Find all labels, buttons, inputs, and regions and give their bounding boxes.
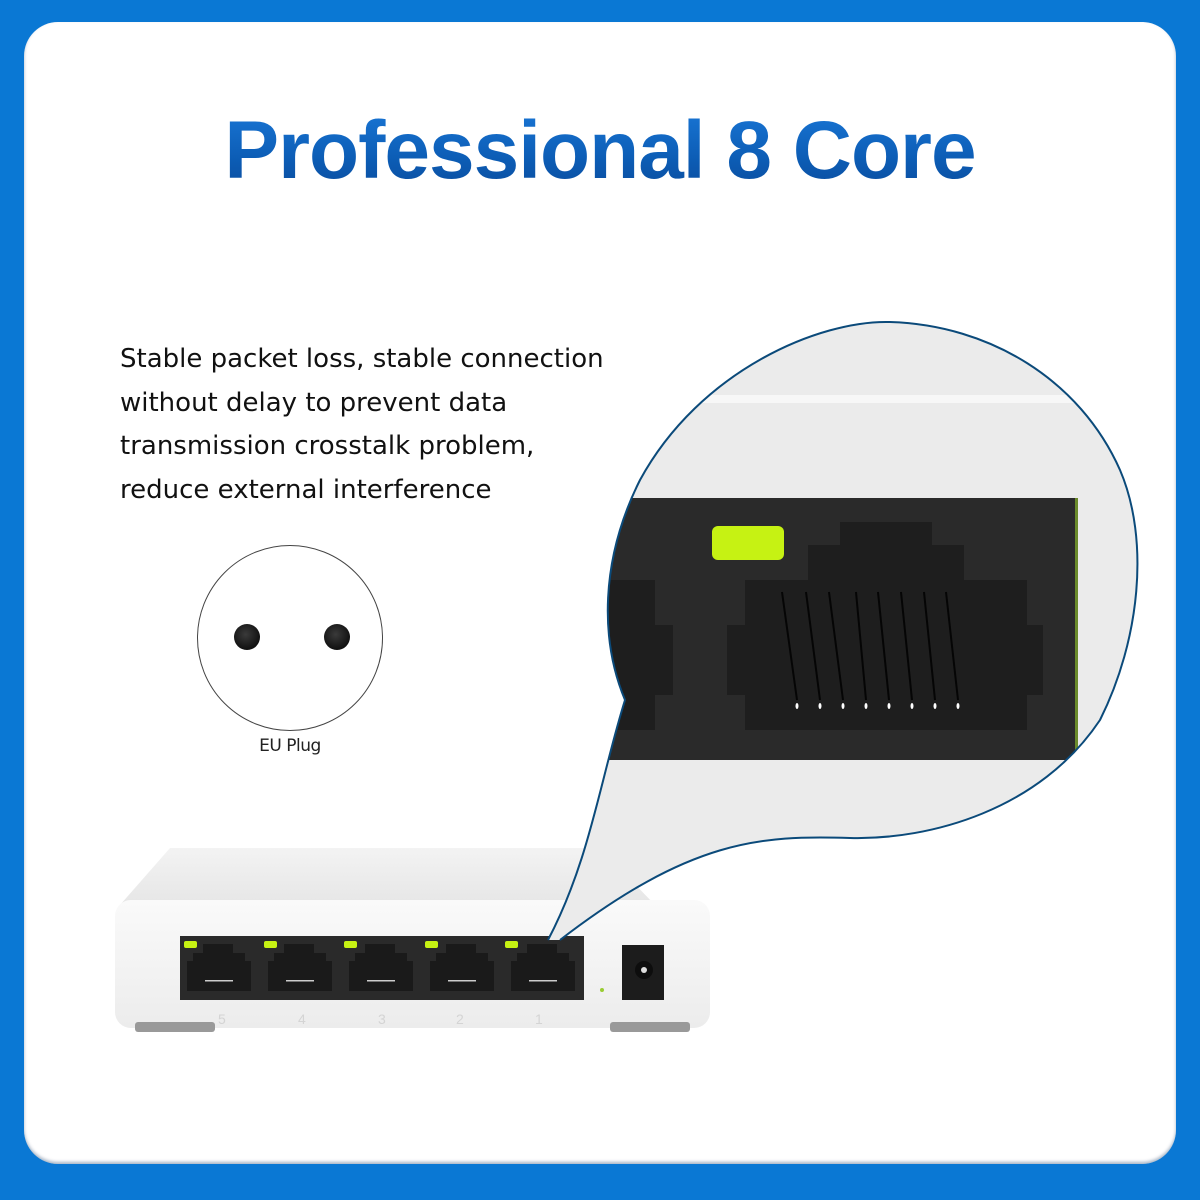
page-title: Professional 8 Core bbox=[0, 104, 1200, 198]
magnified-port-callout bbox=[548, 321, 1138, 940]
description-line: transmission crosstalk problem, bbox=[120, 431, 535, 461]
feature-description: Stable packet loss, stable connection wi… bbox=[120, 338, 620, 512]
eu-plug-icon bbox=[197, 545, 383, 731]
plug-pin-icon bbox=[324, 624, 350, 650]
plug-label: EU Plug bbox=[259, 736, 321, 756]
svg-text:2: 2 bbox=[456, 1011, 464, 1027]
description-line: reduce external interference bbox=[120, 474, 492, 505]
plug-pin-icon bbox=[234, 624, 260, 650]
svg-text:5: 5 bbox=[218, 1011, 226, 1027]
svg-text:1: 1 bbox=[535, 1011, 543, 1027]
description-line: without delay to prevent data bbox=[120, 387, 508, 418]
svg-text:3: 3 bbox=[378, 1011, 386, 1027]
description-line: Stable packet loss, stable connection bbox=[120, 344, 604, 374]
svg-text:4: 4 bbox=[298, 1011, 306, 1027]
